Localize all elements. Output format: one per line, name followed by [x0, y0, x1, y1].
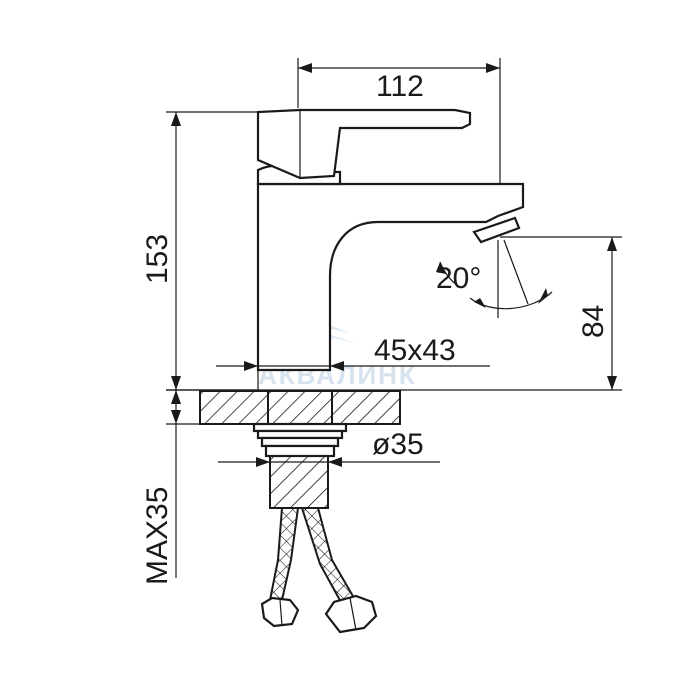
dimension-angle-label: 20° [436, 262, 481, 295]
faucet-body [256, 108, 525, 372]
dimension-max-thickness: MAX35 [141, 390, 200, 585]
braided-hoses [260, 507, 378, 634]
dimension-height-label: 153 [141, 234, 174, 284]
countertop [199, 390, 401, 425]
dimension-width: 112 [297, 58, 501, 184]
mounting-shank [252, 422, 348, 509]
dimension-hole-diameter: ø35 [218, 428, 440, 467]
dimension-angle: 20° [436, 239, 553, 318]
dimension-hole-diameter-label: ø35 [372, 428, 424, 461]
dimension-base-size: 45x43 [216, 334, 490, 392]
dimension-height: 153 [141, 111, 258, 391]
dimension-spout-height: 84 [500, 236, 622, 390]
dimension-spout-height-label: 84 [577, 305, 610, 338]
dimension-width-label: 112 [376, 70, 424, 103]
dimension-max-thickness-label: MAX35 [141, 487, 174, 585]
dimension-base-size-label: 45x43 [374, 334, 456, 367]
